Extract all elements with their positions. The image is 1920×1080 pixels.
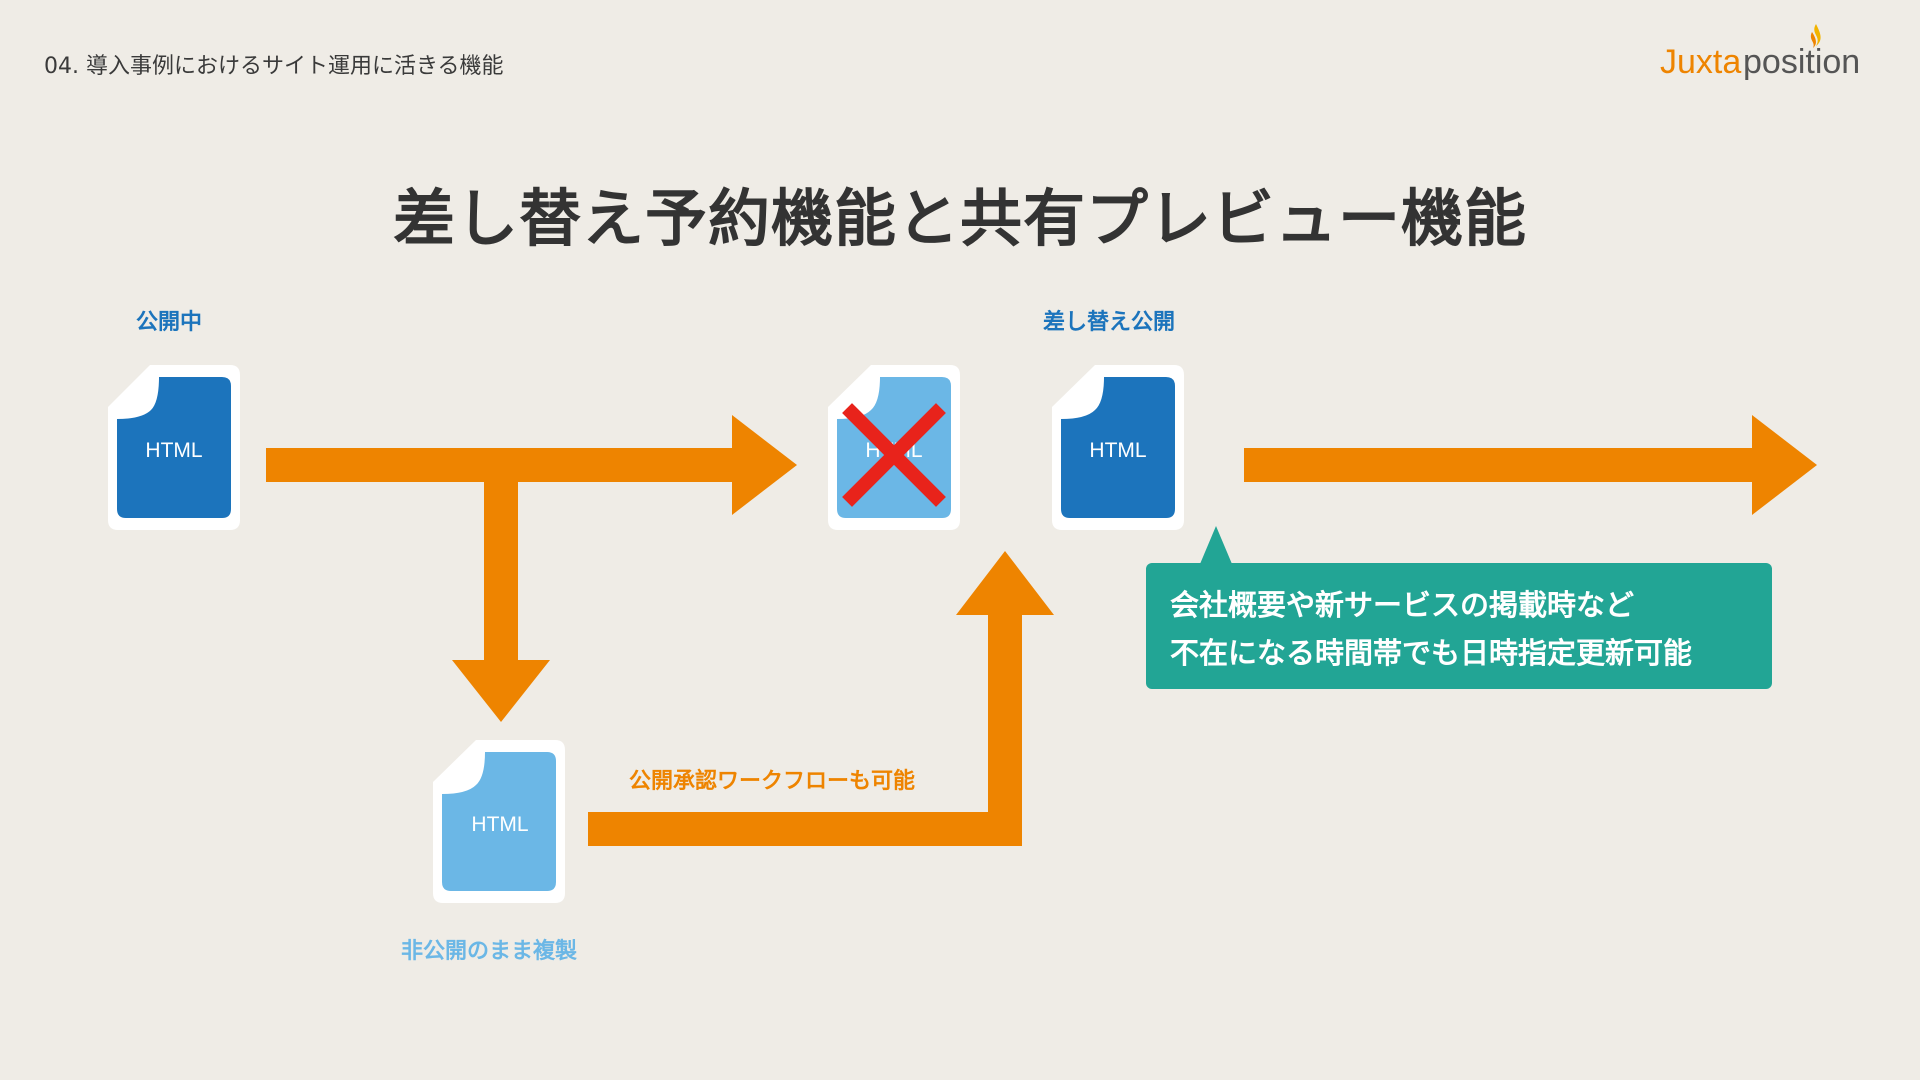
arrow-workflow-up [588,551,1054,846]
document-icon-replaced: HTML [828,365,960,530]
page-title: 差し替え予約機能と共有プレビュー機能 [392,182,1527,255]
label-replace-publish: 差し替え公開 [1043,310,1176,335]
label-workflow: 公開承認ワークフローも可能 [629,769,916,794]
document-icon-new: HTML [1052,365,1184,530]
callout-line-1: 会社概要や新サービスの掲載時など [1170,588,1635,622]
document-label-current: HTML [145,439,202,462]
callout-box: 会社概要や新サービスの掲載時など 不在になる時間帯でも日時指定更新可能 [1146,563,1772,689]
logo-part1: Juxta [1660,43,1741,81]
document-icon-current: HTML [108,365,240,530]
arrow-to-replace [266,415,797,515]
breadcrumb: 04. 導入事例におけるサイト運用に活きる機能 [44,54,504,79]
document-icon-copy: HTML [433,740,565,903]
callout-tail [1200,526,1232,564]
arrow-continue [1244,415,1817,515]
label-published: 公開中 [136,310,203,335]
document-label-new: HTML [1089,439,1146,462]
cross-icon [842,403,946,507]
logo-part2: position [1743,43,1860,81]
flame-icon [1810,24,1821,48]
document-label-copy: HTML [471,813,528,836]
arrow-down-to-copy [452,448,550,722]
callout-line-2: 不在になる時間帯でも日時指定更新可能 [1170,636,1693,670]
logo: Juxta position [1660,24,1860,81]
label-private-copy: 非公開のまま複製 [401,939,578,964]
